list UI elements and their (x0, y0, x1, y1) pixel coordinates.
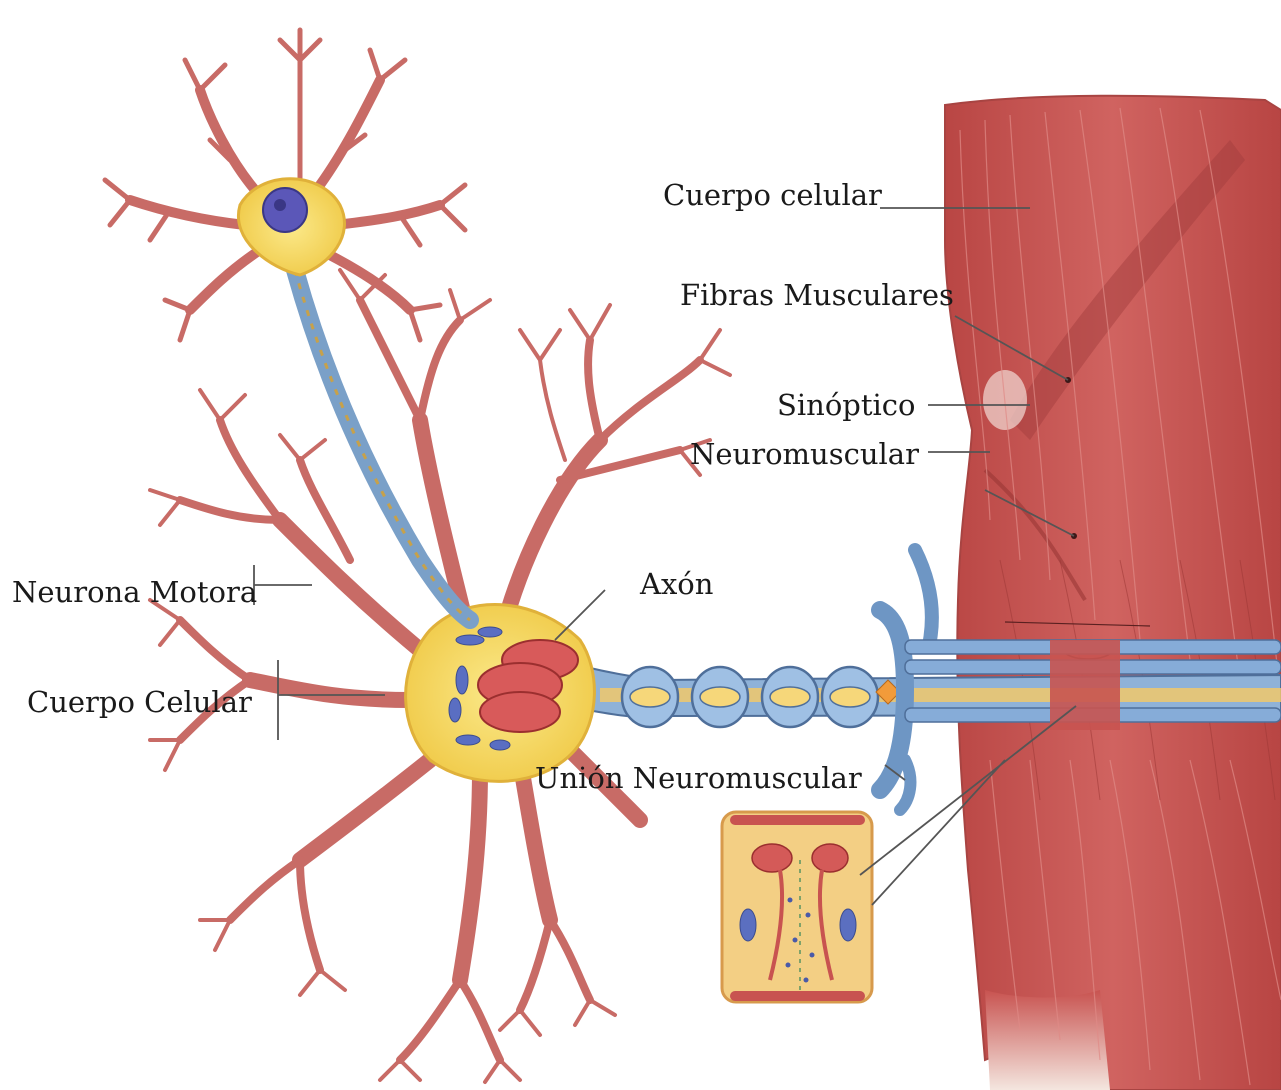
label-cuerpo-celular-muscle: Cuerpo celular (663, 181, 882, 210)
label-neurona-motora: Neurona Motora (12, 578, 257, 607)
motor-neuron-soma (406, 605, 595, 782)
label-sinoptico: Sinóptico (777, 391, 915, 420)
muscle (945, 96, 1281, 1090)
label-axon: Axón (640, 570, 713, 599)
label-cuerpo-celular-neuron: Cuerpo Celular (27, 688, 252, 717)
label-fibras-musculares: Fibras Musculares (680, 281, 954, 310)
junction-inset (722, 812, 872, 1002)
label-neuromuscular: Neuromuscular (690, 440, 919, 469)
label-union-neuromuscular: Unión Neuromuscular (535, 764, 862, 793)
